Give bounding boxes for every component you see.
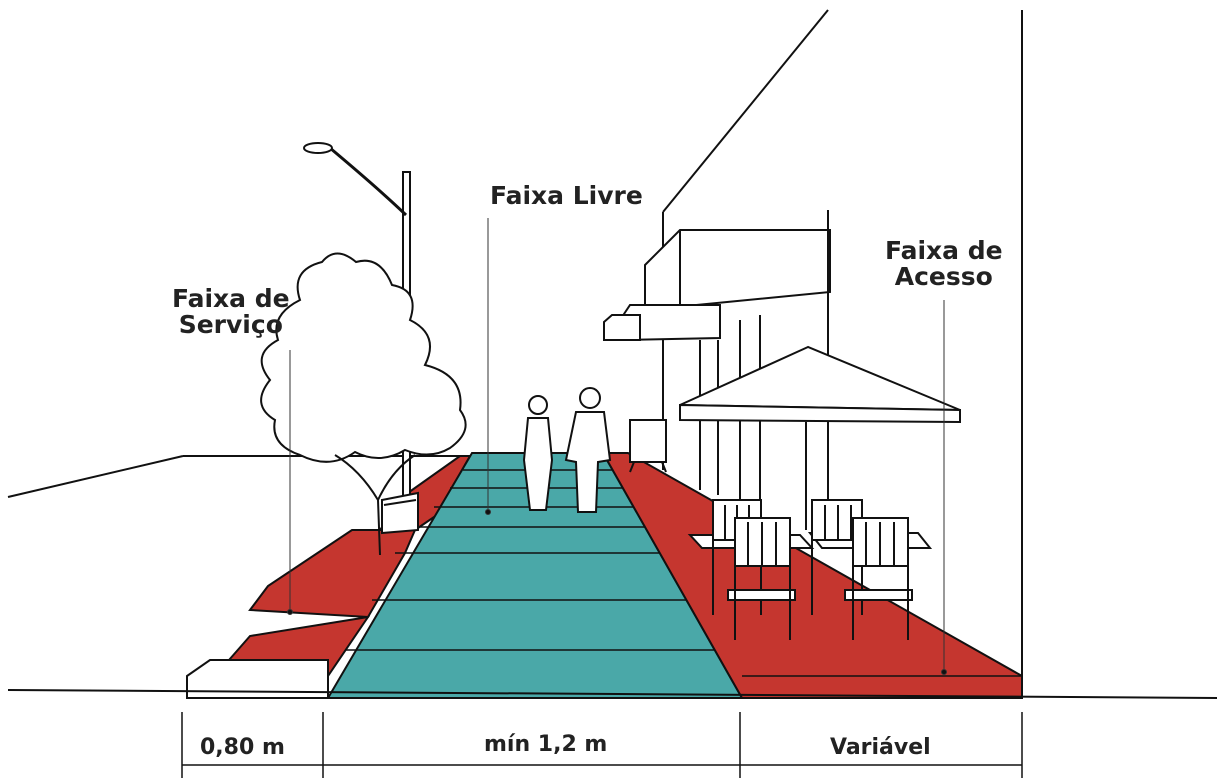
- acesso-line2: Acesso: [894, 262, 993, 292]
- service-strip: [186, 455, 472, 699]
- servico-line1: Faixa de: [172, 284, 290, 313]
- label-faixa-de-servico: Faixa de Serviço: [172, 284, 290, 340]
- sign-board: [629, 419, 667, 473]
- cafe-furniture: [687, 499, 933, 640]
- acesso-line1: Faixa de: [885, 236, 1003, 265]
- label-faixa-livre: Faixa Livre: [490, 181, 643, 210]
- ground-line: [7, 689, 1217, 699]
- umbrella: [679, 345, 961, 530]
- servico-line2: Serviço: [178, 310, 283, 340]
- free-strip: [326, 452, 744, 699]
- dimension-livre: mín 1,2 m: [484, 732, 608, 757]
- dimension-servico: 0,80 m: [200, 735, 285, 760]
- leader-lines: [287, 218, 947, 675]
- tree: [260, 252, 467, 556]
- facade: [603, 210, 831, 520]
- label-faixa-de-acesso: Faixa de Acesso: [885, 236, 1003, 292]
- pedestrians: [522, 387, 612, 513]
- dimension-acesso: Variável: [830, 735, 931, 760]
- bench: [381, 491, 419, 535]
- dimension-line: [181, 712, 1023, 778]
